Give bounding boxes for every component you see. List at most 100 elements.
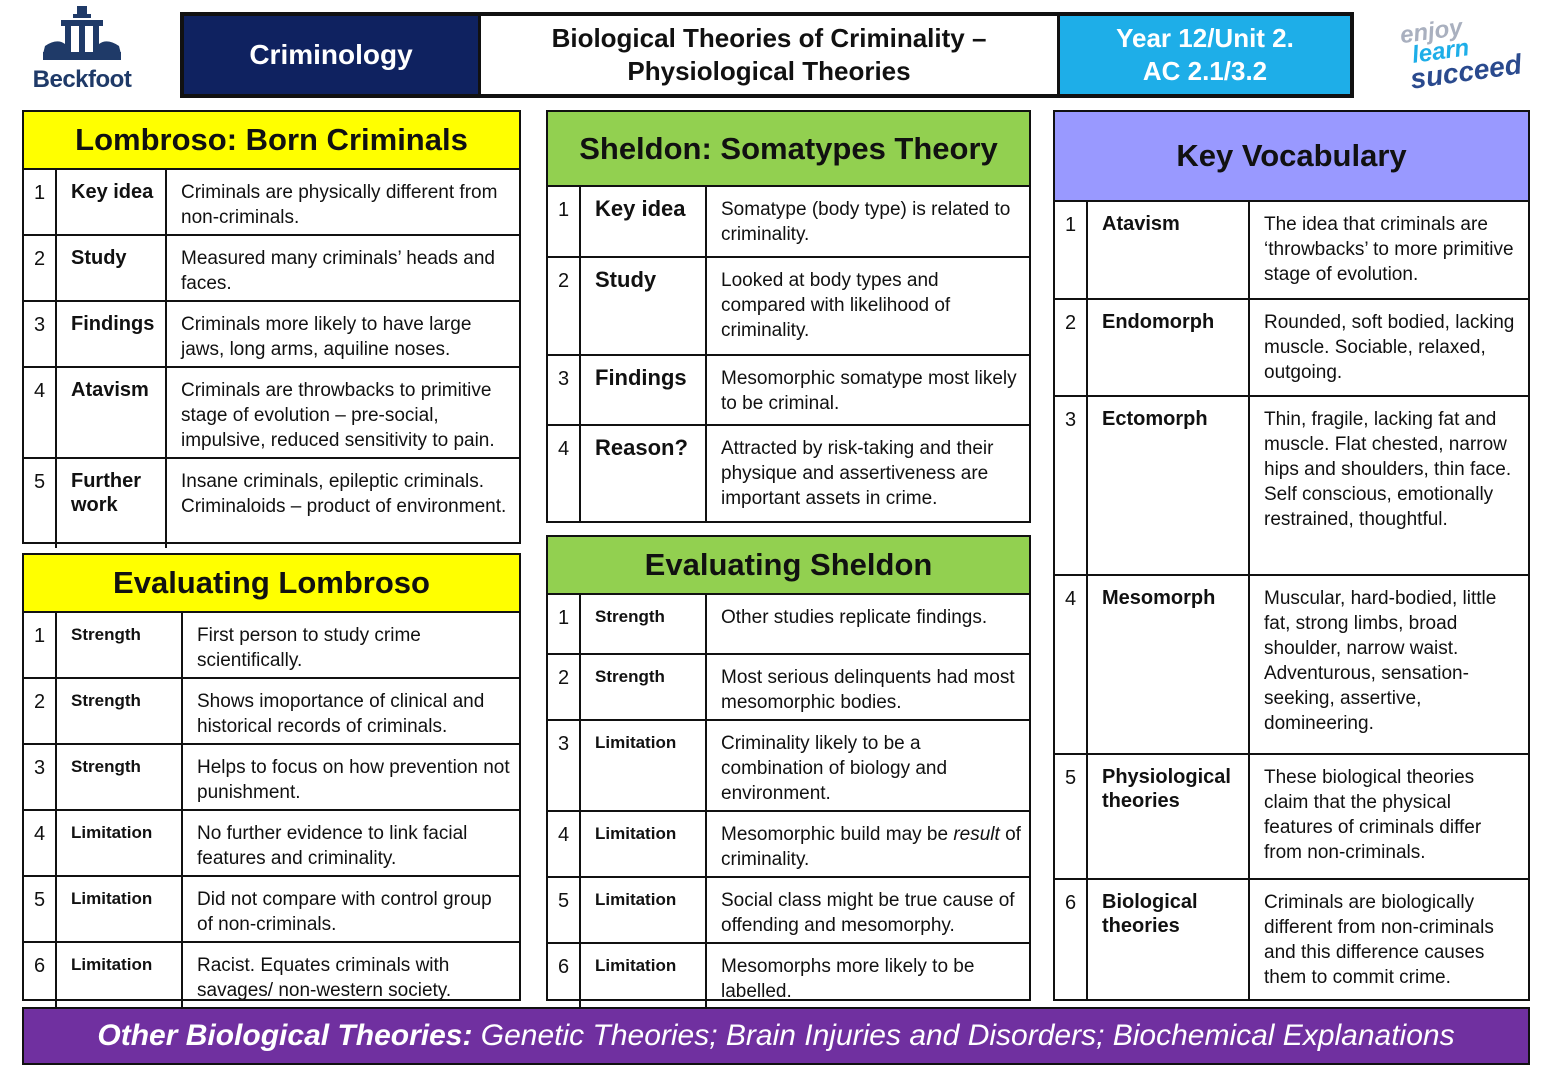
table-row: 1 Strength Other studies replicate findi… <box>548 595 1029 655</box>
table-row: 4 Limitation Mesomorphic build may be re… <box>548 810 1029 878</box>
row-description: Insane criminals, epileptic criminals. C… <box>165 457 519 548</box>
row-key: Findings <box>55 300 167 368</box>
row-key: Limitation <box>579 719 707 812</box>
row-key: Limitation <box>55 809 183 877</box>
row-key: Atavism <box>55 366 167 459</box>
row-number: 4 <box>548 424 581 521</box>
row-description-emphasis: result <box>953 824 1000 845</box>
row-key: Atavism <box>1086 202 1250 300</box>
table-row: 5 Limitation Social class might be true … <box>548 876 1029 944</box>
row-key: Study <box>55 234 167 302</box>
row-number: 4 <box>548 810 581 878</box>
row-number: 5 <box>548 876 581 944</box>
row-key: Limitation <box>55 941 183 1007</box>
row-description: Criminals are physically different from … <box>165 170 519 236</box>
row-key: Further work <box>55 457 167 548</box>
row-key: Strength <box>579 653 707 721</box>
row-key: Endomorph <box>1086 298 1250 397</box>
row-number: 6 <box>24 941 57 1007</box>
footer-banner: Other Biological Theories: Genetic Theor… <box>22 1007 1530 1065</box>
row-key: Findings <box>579 354 707 426</box>
table-row: 4 Reason? Attracted by risk-taking and t… <box>548 424 1029 521</box>
eval-sheldon-panel: Evaluating Sheldon 1 Strength Other stud… <box>546 535 1031 1008</box>
row-description: Mesomorphs more likely to be labelled. <box>705 942 1029 1008</box>
year-line-2: AC 2.1/3.2 <box>1142 56 1268 86</box>
table-row: 1 Key idea Criminals are physically diff… <box>24 170 519 236</box>
table-row: 6 Limitation Racist. Equates criminals w… <box>24 941 519 1007</box>
row-description: Thin, fragile, lacking fat and muscle. F… <box>1248 395 1528 576</box>
row-number: 4 <box>1055 574 1088 755</box>
row-key: Strength <box>579 595 707 655</box>
row-number: 2 <box>1055 298 1088 397</box>
table-row: 3 Findings Criminals more likely to have… <box>24 300 519 368</box>
row-number: 3 <box>548 719 581 812</box>
header-bar: Criminology Biological Theories of Crimi… <box>180 12 1354 98</box>
row-description-post: of criminality. <box>721 824 1021 870</box>
row-description: Attracted by risk-taking and their physi… <box>705 424 1029 521</box>
row-key: Reason? <box>579 424 707 521</box>
row-description: Did not compare with control group of no… <box>181 875 519 943</box>
table-row: 1 Strength First person to study crime s… <box>24 613 519 679</box>
table-row: 5 Further work Insane criminals, epilept… <box>24 457 519 548</box>
row-description: Muscular, hard-bodied, little fat, stron… <box>1248 574 1528 755</box>
eval-lombroso-table: 1 Strength First person to study crime s… <box>24 613 519 1007</box>
page-title: Biological Theories of Criminality – Phy… <box>478 16 1060 94</box>
row-key: Key idea <box>55 170 167 236</box>
row-description: First person to study crime scientifical… <box>181 613 519 679</box>
row-key: Limitation <box>55 875 183 943</box>
sheldon-title: Sheldon: Somatypes Theory <box>548 112 1029 187</box>
title-line-2: Physiological Theories <box>627 56 911 86</box>
row-number: 6 <box>1055 878 1088 999</box>
row-description: Criminals more likely to have large jaws… <box>165 300 519 368</box>
table-row: 5 Limitation Did not compare with contro… <box>24 875 519 943</box>
row-key: Biological theories <box>1086 878 1250 999</box>
row-number: 2 <box>24 677 57 745</box>
table-row: 1 Atavism The idea that criminals are ‘t… <box>1055 202 1528 300</box>
row-number: 6 <box>548 942 581 1008</box>
eval-sheldon-title: Evaluating Sheldon <box>548 537 1029 595</box>
row-number: 1 <box>548 595 581 655</box>
footer-rest: Genetic Theories; Brain Injuries and Dis… <box>472 1019 1455 1052</box>
table-row: 4 Limitation No further evidence to link… <box>24 809 519 877</box>
table-row: 2 Study Measured many criminals’ heads a… <box>24 234 519 302</box>
row-key: Limitation <box>579 810 707 878</box>
row-description: Criminals are biologically different fro… <box>1248 878 1528 999</box>
eval-lombroso-title: Evaluating Lombroso <box>24 555 519 613</box>
row-key: Limitation <box>579 876 707 944</box>
lombroso-panel: Lombroso: Born Criminals 1 Key idea Crim… <box>22 110 521 548</box>
row-key: Strength <box>55 677 183 745</box>
row-number: 5 <box>24 875 57 943</box>
row-description: Measured many criminals’ heads and faces… <box>165 234 519 302</box>
table-row: 3 Limitation Criminality likely to be a … <box>548 719 1029 812</box>
row-description: No further evidence to link facial featu… <box>181 809 519 877</box>
lombroso-table: 1 Key idea Criminals are physically diff… <box>24 170 519 548</box>
row-number: 2 <box>548 256 581 356</box>
table-row: 4 Mesomorph Muscular, hard-bodied, littl… <box>1055 574 1528 755</box>
row-number: 5 <box>24 457 57 548</box>
row-key: Ectomorph <box>1086 395 1250 576</box>
vocab-table: 1 Atavism The idea that criminals are ‘t… <box>1055 202 1528 999</box>
school-name: Beckfoot <box>32 66 132 93</box>
school-crest-icon <box>43 6 121 60</box>
row-number: 3 <box>24 300 57 368</box>
row-description: Criminals are throwbacks to primitive st… <box>165 366 519 459</box>
row-number: 2 <box>24 234 57 302</box>
row-number: 5 <box>1055 753 1088 880</box>
row-number: 4 <box>24 809 57 877</box>
table-row: 6 Limitation Mesomorphs more likely to b… <box>548 942 1029 1008</box>
row-description: Mesomorphic somatype most likely to be c… <box>705 354 1029 426</box>
row-number: 1 <box>24 613 57 679</box>
table-row: 2 Strength Most serious delinquents had … <box>548 653 1029 721</box>
row-description: Looked at body types and compared with l… <box>705 256 1029 356</box>
eval-sheldon-table: 1 Strength Other studies replicate findi… <box>548 595 1029 1008</box>
row-number: 1 <box>1055 202 1088 300</box>
row-key: Strength <box>55 743 183 811</box>
row-description: These biological theories claim that the… <box>1248 753 1528 880</box>
row-number: 3 <box>24 743 57 811</box>
title-line-1: Biological Theories of Criminality – <box>551 23 987 53</box>
row-description: Other studies replicate findings. <box>705 595 1029 655</box>
table-row: 2 Endomorph Rounded, soft bodied, lackin… <box>1055 298 1528 397</box>
row-number: 4 <box>24 366 57 459</box>
sheldon-panel: Sheldon: Somatypes Theory 1 Key idea Som… <box>546 110 1031 523</box>
row-key: Mesomorph <box>1086 574 1250 755</box>
